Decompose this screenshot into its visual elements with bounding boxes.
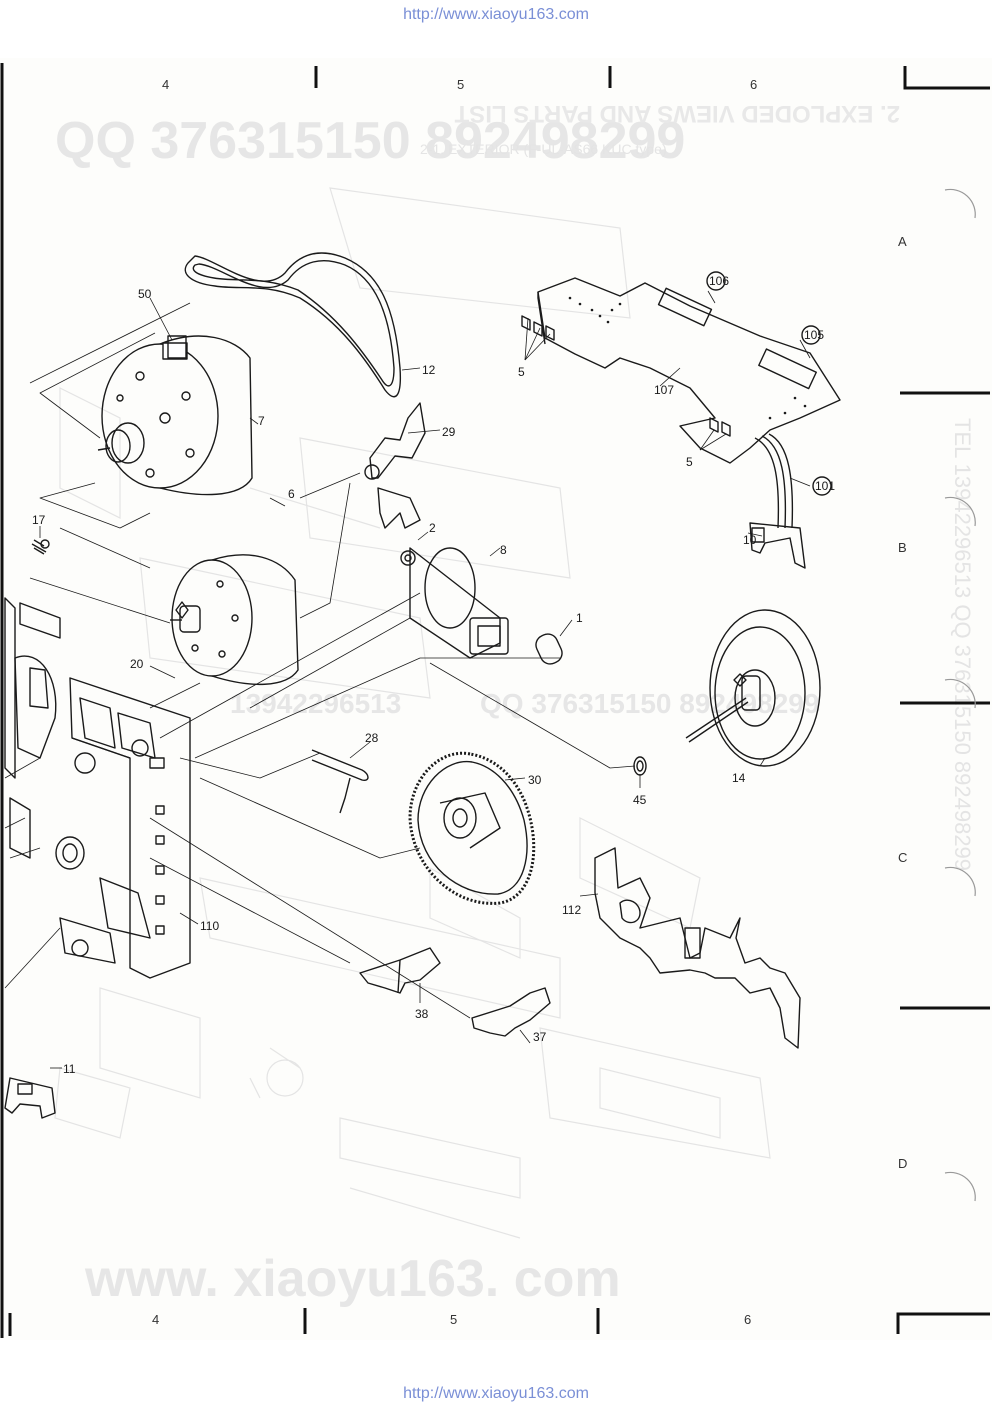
callout-ring (812, 476, 832, 496)
phone-watermark: 13942296513 (230, 688, 401, 719)
callout-107: 107 (654, 383, 674, 397)
callout-106: 106 (709, 274, 729, 288)
callout-30: 30 (528, 773, 542, 787)
callout-2: 2 (429, 521, 436, 535)
callout-leaders (39, 290, 811, 1069)
callout-110: 110 (200, 919, 219, 933)
explode-guide-lines (4, 302, 636, 1019)
chassis-part-110 (55, 677, 191, 979)
callout-17: 17 (32, 513, 46, 527)
frame-marks (0, 63, 990, 1338)
gear-sector-left (4, 597, 61, 859)
site-watermark: www. xiaoyu163. com (84, 1250, 621, 1308)
solenoid-part-8 (400, 547, 509, 659)
lever-part-38 (359, 947, 441, 994)
screw-part-17 (31, 539, 50, 555)
callout-45: 45 (633, 793, 647, 807)
gear-part-30 (408, 751, 536, 905)
column-number: 4 (162, 77, 169, 92)
connector-part-11 (4, 1077, 56, 1119)
column-number: 5 (450, 1312, 457, 1327)
belt-part (184, 252, 402, 398)
pin-part-1 (535, 633, 563, 665)
callout-10: 10 (743, 533, 757, 547)
row-letter: D (898, 1156, 907, 1171)
ghost-subtitle: 2-1. EXTERIOR (F-UL-AS66 KUC type) (420, 141, 667, 157)
callout-50: 50 (138, 287, 152, 301)
exploded-view-drawing: QQ 376315150 892498299 2. EXPLODED VIEWS… (0, 63, 990, 1338)
callout-11: 11 (63, 1062, 76, 1076)
callout-38: 38 (415, 1007, 429, 1021)
qq-watermark: QQ 376315150 892498299 (55, 112, 685, 170)
flywheel-part-14 (685, 609, 821, 767)
callout-28: 28 (365, 731, 379, 745)
source-url-bottom[interactable]: http://www.xiaoyu163.com (403, 1385, 589, 1402)
lever-part-29 (364, 402, 426, 529)
row-letter: A (898, 234, 907, 249)
callout-20: 20 (130, 657, 144, 671)
callout-5: 5 (686, 455, 693, 469)
callout-5: 5 (518, 365, 525, 379)
ghost-title: 2. EXPLODED VIEWS AND PARTS LIST (454, 100, 900, 127)
connector-part-10 (751, 527, 765, 543)
motor-part-6 (170, 554, 299, 685)
motor-part-7 (97, 335, 253, 496)
row-letter: C (898, 850, 907, 865)
callout-29: 29 (442, 425, 456, 439)
parts-line-art (4, 252, 841, 1119)
column-number: 6 (750, 77, 757, 92)
callout-ring (801, 325, 821, 345)
callout-6: 6 (288, 487, 295, 501)
callout-12: 12 (422, 363, 436, 377)
tel-vertical-watermark: TEL 13942296513 QQ 376315150 892498299 (950, 418, 975, 871)
callout-112: 112 (562, 903, 581, 917)
column-number: 6 (744, 1312, 751, 1327)
callout-105: 105 (804, 328, 824, 342)
callout-ring (706, 271, 726, 291)
qq-mid-watermark: QQ 376315150 892498299 (480, 688, 819, 719)
cable-part-101 (749, 433, 806, 569)
callout-8: 8 (500, 543, 507, 557)
row-letter: B (898, 540, 907, 555)
lever-part-37 (471, 987, 551, 1037)
washer-part-45 (633, 756, 647, 776)
binder-holes (944, 188, 976, 1202)
source-url-top[interactable]: http://www.xiaoyu163.com (403, 6, 589, 23)
bracket-part-112 (594, 847, 801, 1049)
pcb-part-107 (521, 277, 841, 464)
callout-1: 1 (576, 611, 583, 625)
ghost-background-drawing (54, 187, 771, 1239)
exploded-view-sheet: QQ 376315150 892498299 2. EXPLODED VIEWS… (0, 58, 992, 1340)
column-number: 5 (457, 77, 464, 92)
callout-37: 37 (533, 1030, 547, 1044)
column-number: 4 (152, 1312, 159, 1327)
callout-7: 7 (258, 414, 265, 428)
callout-101: 101 (815, 479, 835, 493)
callout-labels: 50 12 7 29 6 17 2 8 1 20 28 30 14 45 110… (32, 274, 835, 1076)
spring-part-28 (311, 749, 369, 814)
callout-14: 14 (732, 771, 746, 785)
